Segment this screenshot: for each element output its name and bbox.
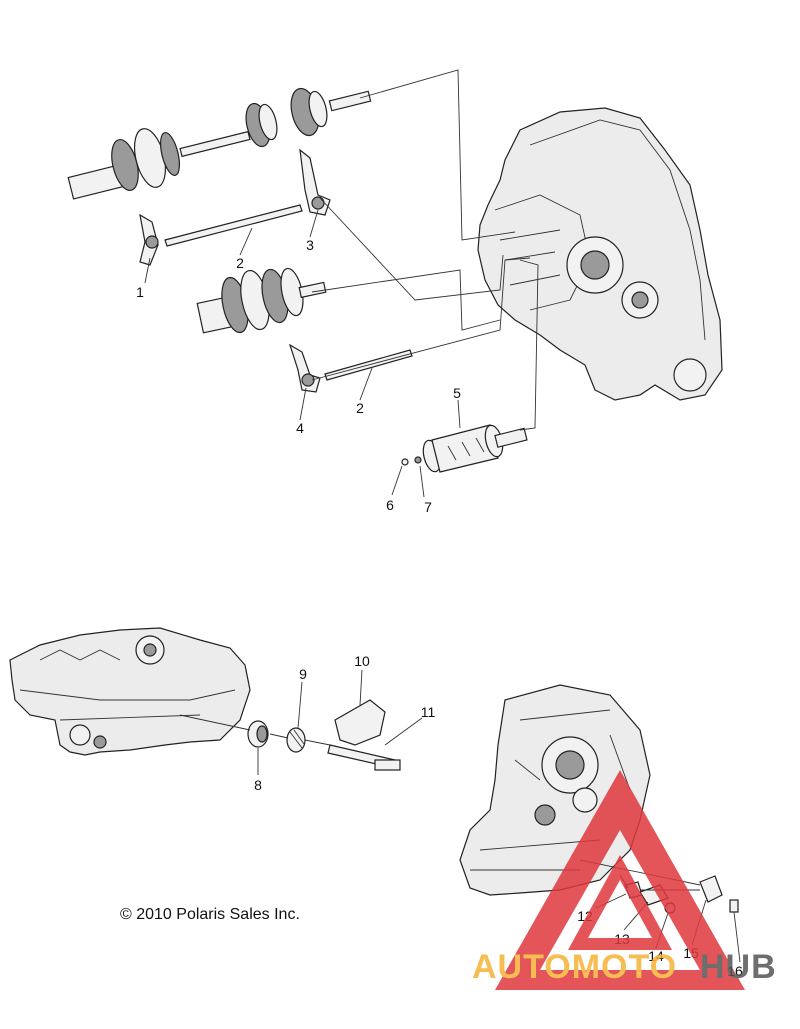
callout-7: 7 [424,499,432,515]
bolt-16 [729,899,739,913]
crankcase-lower-left [9,627,251,756]
callout-4: 4 [296,420,304,436]
watermark-text-hub: HUB [700,948,777,986]
sensor-15 [699,875,723,903]
seal-8 [247,720,269,748]
callout-3: 3 [306,237,314,253]
callout-8: 8 [254,777,262,793]
crankcase-upper [477,107,723,401]
copyright-text: © 2010 Polaris Sales Inc. [120,906,300,923]
callout-14: 14 [648,948,664,964]
shift-fork-3 [299,148,331,216]
assembly-lines-lower-left [179,714,331,746]
callout-6: 6 [386,497,394,513]
countershaft-assembly [196,267,327,334]
callout-5: 5 [453,385,461,401]
mainshaft-assembly [67,87,372,200]
shift-fork-4 [288,343,321,393]
shift-fork-1 [139,213,159,266]
assembly-lines-top [311,69,539,431]
callout-11: 11 [421,704,436,720]
shift-fork-shaft-upper [164,204,303,247]
shift-arm-11 [374,759,401,771]
drum-pin-6 [401,458,409,466]
watermark-inner-triangle-icon [568,855,672,950]
callout-10: 10 [354,653,370,669]
watermark-triangle-icon [495,770,745,990]
callout-leaders-top [144,209,461,498]
shift-shaft-10 [327,699,396,769]
spring-9 [286,727,306,753]
drum-pin-7 [414,456,422,464]
callout-leaders-lower-left [257,669,423,775]
callout-1: 1 [136,284,144,300]
watermark: AUTOMOTO HUB [472,770,777,990]
callout-2-upper: 2 [236,255,244,271]
callout-9: 9 [299,666,307,682]
shift-drum [422,424,528,473]
callout-2-lower: 2 [356,400,364,416]
watermark-text-automoto: AUTOMOTO [472,948,677,986]
